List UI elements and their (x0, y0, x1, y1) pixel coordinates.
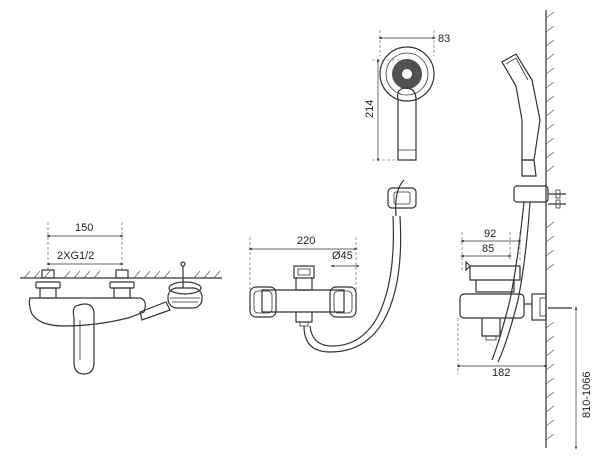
side-holder-bracket (513, 185, 566, 209)
middle-holder-bracket (387, 187, 417, 209)
side-mixer-body (459, 260, 547, 341)
dim-thread-spec: 2XG1/2 (57, 250, 94, 262)
middle-hose (303, 215, 402, 353)
dim-center-distance: 150 (75, 222, 93, 234)
front-spout (139, 301, 171, 321)
middle-left-handle (249, 286, 277, 318)
dim-mount-height-range: 810-1066 (581, 372, 593, 419)
middle-lever-block (293, 265, 315, 291)
front-lever-handle (72, 303, 95, 375)
side-view: 92 85 182 810-1066 (456, 10, 593, 450)
left-connector (35, 269, 61, 299)
side-wall-hatch (545, 10, 555, 448)
dim-side-depth-85: 85 (482, 243, 494, 255)
middle-mixer-body (261, 289, 345, 313)
dim-shower-head-length: 214 (364, 100, 376, 118)
middle-view: 220 Ø45 (248, 30, 450, 353)
dim-side-depth-92: 92 (484, 228, 496, 240)
dim-handle-diameter: Ø45 (332, 250, 353, 262)
front-wall-hatch (20, 270, 222, 279)
dim-side-projection: 182 (492, 367, 510, 379)
middle-handheld-shower (379, 46, 435, 161)
dim-shower-head-diameter: 83 (438, 33, 450, 45)
right-connector (109, 269, 135, 299)
middle-right-handle (329, 286, 357, 318)
front-mixer-body (28, 297, 146, 327)
dim-body-width: 220 (297, 235, 315, 247)
side-hose (491, 201, 525, 361)
front-shower-head (167, 261, 203, 309)
side-handheld-shower (501, 53, 541, 177)
front-view: 150 2XG1/2 (20, 222, 222, 375)
